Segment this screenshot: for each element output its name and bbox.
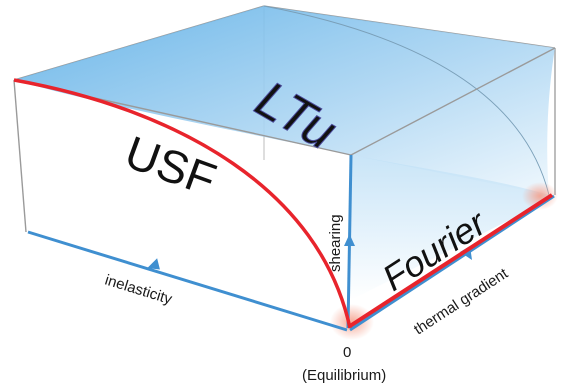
shearing-arrow-icon <box>344 234 355 246</box>
inelasticity-label: inelasticity <box>103 272 175 309</box>
red-glow-origin <box>330 304 374 340</box>
usf-curve <box>13 78 352 329</box>
fourier-line <box>348 193 554 328</box>
shearing-label: shearing <box>327 214 344 272</box>
equilibrium-label: (Equilibrium) <box>302 367 386 384</box>
origin-label: 0 <box>343 344 351 361</box>
inelasticity-axis <box>27 230 348 332</box>
ltu-surface-top <box>14 6 555 195</box>
ltu-surface-curve <box>351 155 549 300</box>
surface-edge-line <box>263 5 550 196</box>
thermal-gradient-axis <box>349 194 555 332</box>
inelasticity-arrow-icon <box>147 258 160 270</box>
usf-label: USF <box>119 126 223 206</box>
red-glow-right <box>522 182 558 210</box>
